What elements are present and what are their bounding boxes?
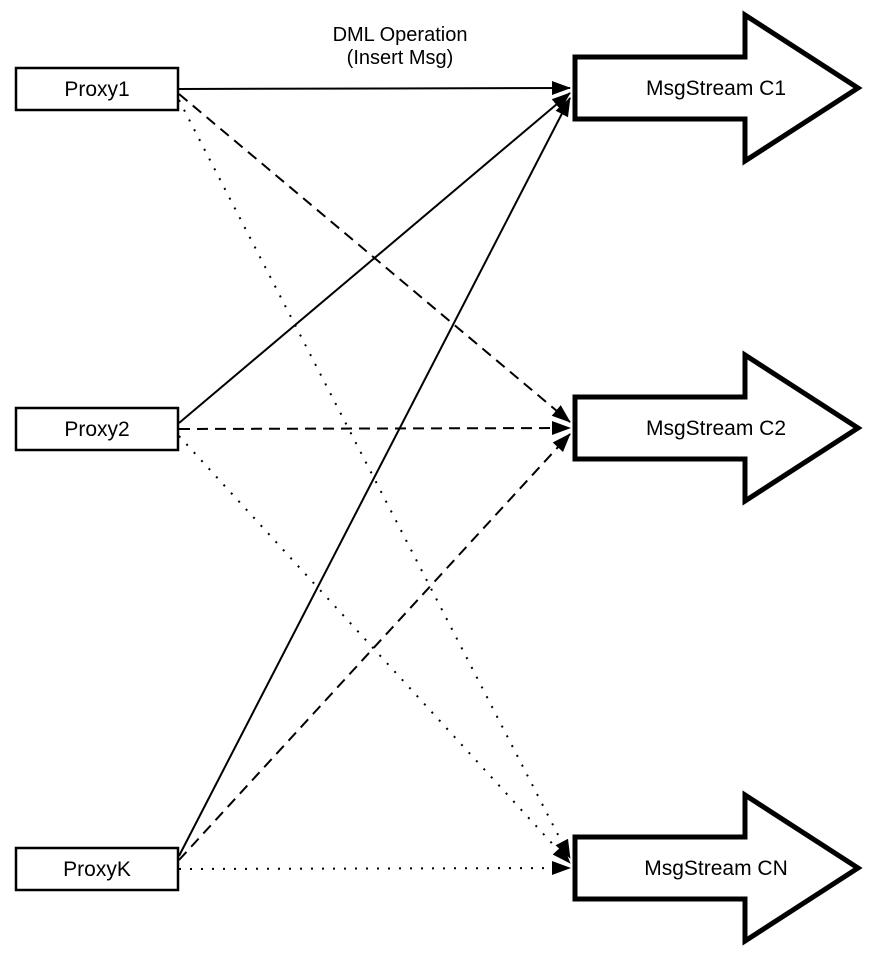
msgstream-c2-label: MsgStream C2 xyxy=(646,417,786,440)
node-msgstream-cn: MsgStream CN xyxy=(572,790,863,946)
edge-label: DML Operation (Insert Msg) xyxy=(333,24,468,69)
node-msgstream-c1: MsgStream C1 xyxy=(572,10,863,166)
edges xyxy=(178,81,571,876)
proxy1-box xyxy=(14,66,180,112)
edge-label-line1: DML Operation xyxy=(333,24,468,46)
edge-proxyk-to-cn-dotted xyxy=(178,861,571,876)
node-proxyk: ProxyK xyxy=(14,846,180,892)
msgstream-cn-label: MsgStream CN xyxy=(644,857,788,880)
node-msgstream-c2: MsgStream C2 xyxy=(572,350,863,506)
edge-proxyk-to-c2-dashed xyxy=(178,433,571,861)
edge-proxy1-to-c2-dashed xyxy=(178,93,571,423)
proxy1-label: Proxy1 xyxy=(64,78,129,101)
msgstream-cn-arrow-shape xyxy=(572,790,863,946)
node-proxy1: Proxy1 xyxy=(14,66,180,112)
msgstream-c1-arrow-shape xyxy=(572,10,863,166)
node-proxy2: Proxy2 xyxy=(14,406,180,452)
edge-proxyk-to-c1-solid xyxy=(178,97,571,857)
edge-proxy1-to-c1-solid xyxy=(178,81,571,96)
proxy2-box xyxy=(14,406,180,452)
msgstream-c2-arrow-shape xyxy=(572,350,863,506)
proxy2-label: Proxy2 xyxy=(64,418,129,441)
proxyk-box xyxy=(14,846,180,892)
edge-proxy2-to-c2-dashed xyxy=(178,421,571,436)
proxyk-label: ProxyK xyxy=(63,858,131,881)
edge-proxy2-to-cn-dotted xyxy=(178,435,571,864)
msgstream-c1-label: MsgStream C1 xyxy=(646,77,786,100)
edge-label-line2: (Insert Msg) xyxy=(347,47,454,69)
